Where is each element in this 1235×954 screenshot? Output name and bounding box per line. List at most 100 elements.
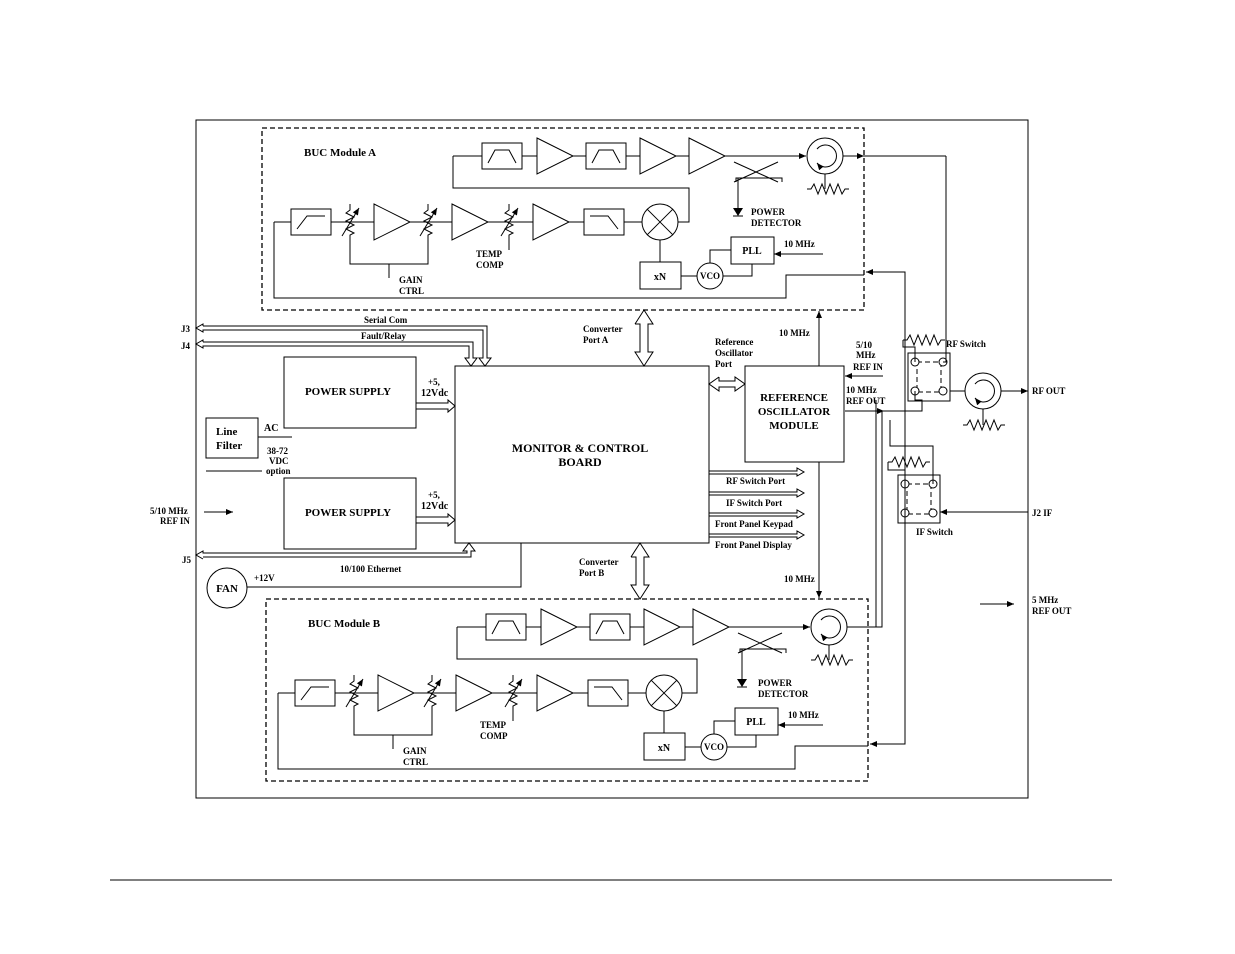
ac-label: AC xyxy=(264,423,278,434)
mixer-icon xyxy=(641,203,679,241)
gain-ctrl-label: CTRL xyxy=(399,286,424,296)
ref-osc-port-arrow xyxy=(708,376,746,392)
buc-module-b: BUC Module B POWER DETECTOR xyxy=(265,400,877,782)
lowpass-filter-icon xyxy=(294,679,336,707)
temp-comp-label: COMP xyxy=(480,731,508,741)
rf-switch-port-arrow xyxy=(709,467,806,477)
ref-osc-label: MODULE xyxy=(769,420,819,432)
if-switch-label: IF Switch xyxy=(916,527,953,537)
psu-voltage-label: 12Vdc xyxy=(421,388,449,399)
amplifier-icon xyxy=(643,608,681,646)
fan-circle xyxy=(206,567,248,609)
termination-resistor-icon xyxy=(810,654,854,666)
serial-com-label: Serial Com xyxy=(364,315,408,325)
vco-label: VCO xyxy=(704,742,724,752)
front-panel-display-arrow xyxy=(709,530,806,540)
vdc-label: VDC xyxy=(269,456,289,466)
multiplier-label: xN xyxy=(658,743,671,754)
termination-resistor-icon xyxy=(806,183,850,195)
circulator-icon xyxy=(965,373,1001,409)
bandpass-filter-icon xyxy=(585,142,627,170)
vco-label: VCO xyxy=(700,271,720,281)
bandpass-filter-icon xyxy=(589,613,631,641)
psu-voltage-label: +5, xyxy=(428,490,440,500)
j4-label: J4 xyxy=(181,341,191,351)
converter-port-label: Port B xyxy=(579,568,604,578)
line-filter-label: Line xyxy=(216,426,238,438)
output-port-label: Front Panel Keypad xyxy=(715,519,793,529)
if-switch-box xyxy=(897,474,941,524)
vdc-label: option xyxy=(266,466,291,476)
serial-com-bus xyxy=(194,323,492,367)
buc-module-a: BUC Module A POWER DETECTOR xyxy=(261,127,946,311)
amplifier-icon xyxy=(377,674,415,712)
power-supply-label: POWER SUPPLY xyxy=(305,386,391,398)
amplifier-icon xyxy=(536,137,574,175)
pll-label: PLL xyxy=(742,246,762,257)
detector-diode-icon xyxy=(733,208,743,216)
monitor-control-board xyxy=(454,365,710,544)
power-detector-label: DETECTOR xyxy=(751,218,802,228)
termination-resistor-icon xyxy=(962,419,1006,431)
bandpass-filter-icon xyxy=(485,613,527,641)
converter-port-a-arrow xyxy=(634,309,654,367)
converter-port-label: Converter xyxy=(583,324,622,334)
multiplier-box xyxy=(643,732,686,761)
gain-ctrl-label: GAIN xyxy=(403,746,427,756)
amplifier-icon xyxy=(451,203,489,241)
ref-in-label: 5/10 xyxy=(856,340,873,350)
amplifier-icon xyxy=(639,137,677,175)
fault-relay-label: Fault/Relay xyxy=(361,331,406,341)
amplifier-icon xyxy=(688,137,726,175)
ref-in-label: REF IN xyxy=(160,516,190,526)
converter-port-b-arrow xyxy=(630,542,650,600)
ref-in-label: 5/10 MHz xyxy=(150,506,188,516)
j5-label: J5 xyxy=(182,555,192,565)
power-detector-label: DETECTOR xyxy=(758,689,809,699)
five-mhz-label: REF OUT xyxy=(1032,606,1071,616)
module-a-title: BUC Module A xyxy=(304,147,376,159)
vdc-label: 38-72 xyxy=(267,446,288,456)
module-b-boundary xyxy=(265,598,869,782)
ref-osc-label: REFERENCE xyxy=(760,392,828,404)
fan-label: FAN xyxy=(216,583,238,595)
ten-mhz-label: 10 MHz xyxy=(784,239,815,249)
ten-mhz-label: 10 MHz xyxy=(779,328,810,338)
gain-ctrl-label: GAIN xyxy=(399,275,423,285)
front-panel-keypad-arrow xyxy=(709,509,806,519)
bandpass-filter-icon xyxy=(481,142,523,170)
line-filter-label: Filter xyxy=(216,440,242,452)
temp-comp-label: TEMP xyxy=(476,249,503,259)
directional-coupler-icon xyxy=(737,632,783,654)
lowpass-filter-icon xyxy=(587,679,629,707)
psu-1-arrow xyxy=(416,398,456,414)
fault-relay-bus xyxy=(194,339,478,367)
mixer-icon xyxy=(645,674,683,712)
ethernet-bus xyxy=(194,542,476,560)
mc-board-label: BOARD xyxy=(558,455,602,469)
j3-label: J3 xyxy=(181,324,191,334)
temp-comp-label: TEMP xyxy=(480,720,507,730)
ref-out-label: REF OUT xyxy=(846,396,885,406)
power-supply-2 xyxy=(283,477,417,550)
rf-switch-label: RF Switch xyxy=(946,339,986,349)
multiplier-label: xN xyxy=(654,272,667,283)
ten-mhz-label: 10 MHz xyxy=(784,574,815,584)
output-port-label: RF Switch Port xyxy=(726,476,785,486)
ethernet-label: 10/100 Ethernet xyxy=(340,564,401,574)
output-port-label: Front Panel Display xyxy=(715,540,792,550)
power-detector-label: POWER xyxy=(751,207,786,217)
rf-out-label: RF OUT xyxy=(1032,386,1065,396)
module-a-boundary xyxy=(261,127,865,311)
outer-frame xyxy=(195,119,1029,799)
power-supply-label: POWER SUPPLY xyxy=(305,507,391,519)
power-detector-label: POWER xyxy=(758,678,793,688)
ref-out-label: 10 MHz xyxy=(846,385,877,395)
circulator-icon xyxy=(811,609,847,645)
temp-comp-label: COMP xyxy=(476,260,504,270)
amplifier-icon xyxy=(455,674,493,712)
lowpass-filter-icon xyxy=(583,208,625,236)
ref-osc-label: OSCILLATOR xyxy=(758,406,831,418)
ref-osc-port-label: Reference xyxy=(715,337,753,347)
